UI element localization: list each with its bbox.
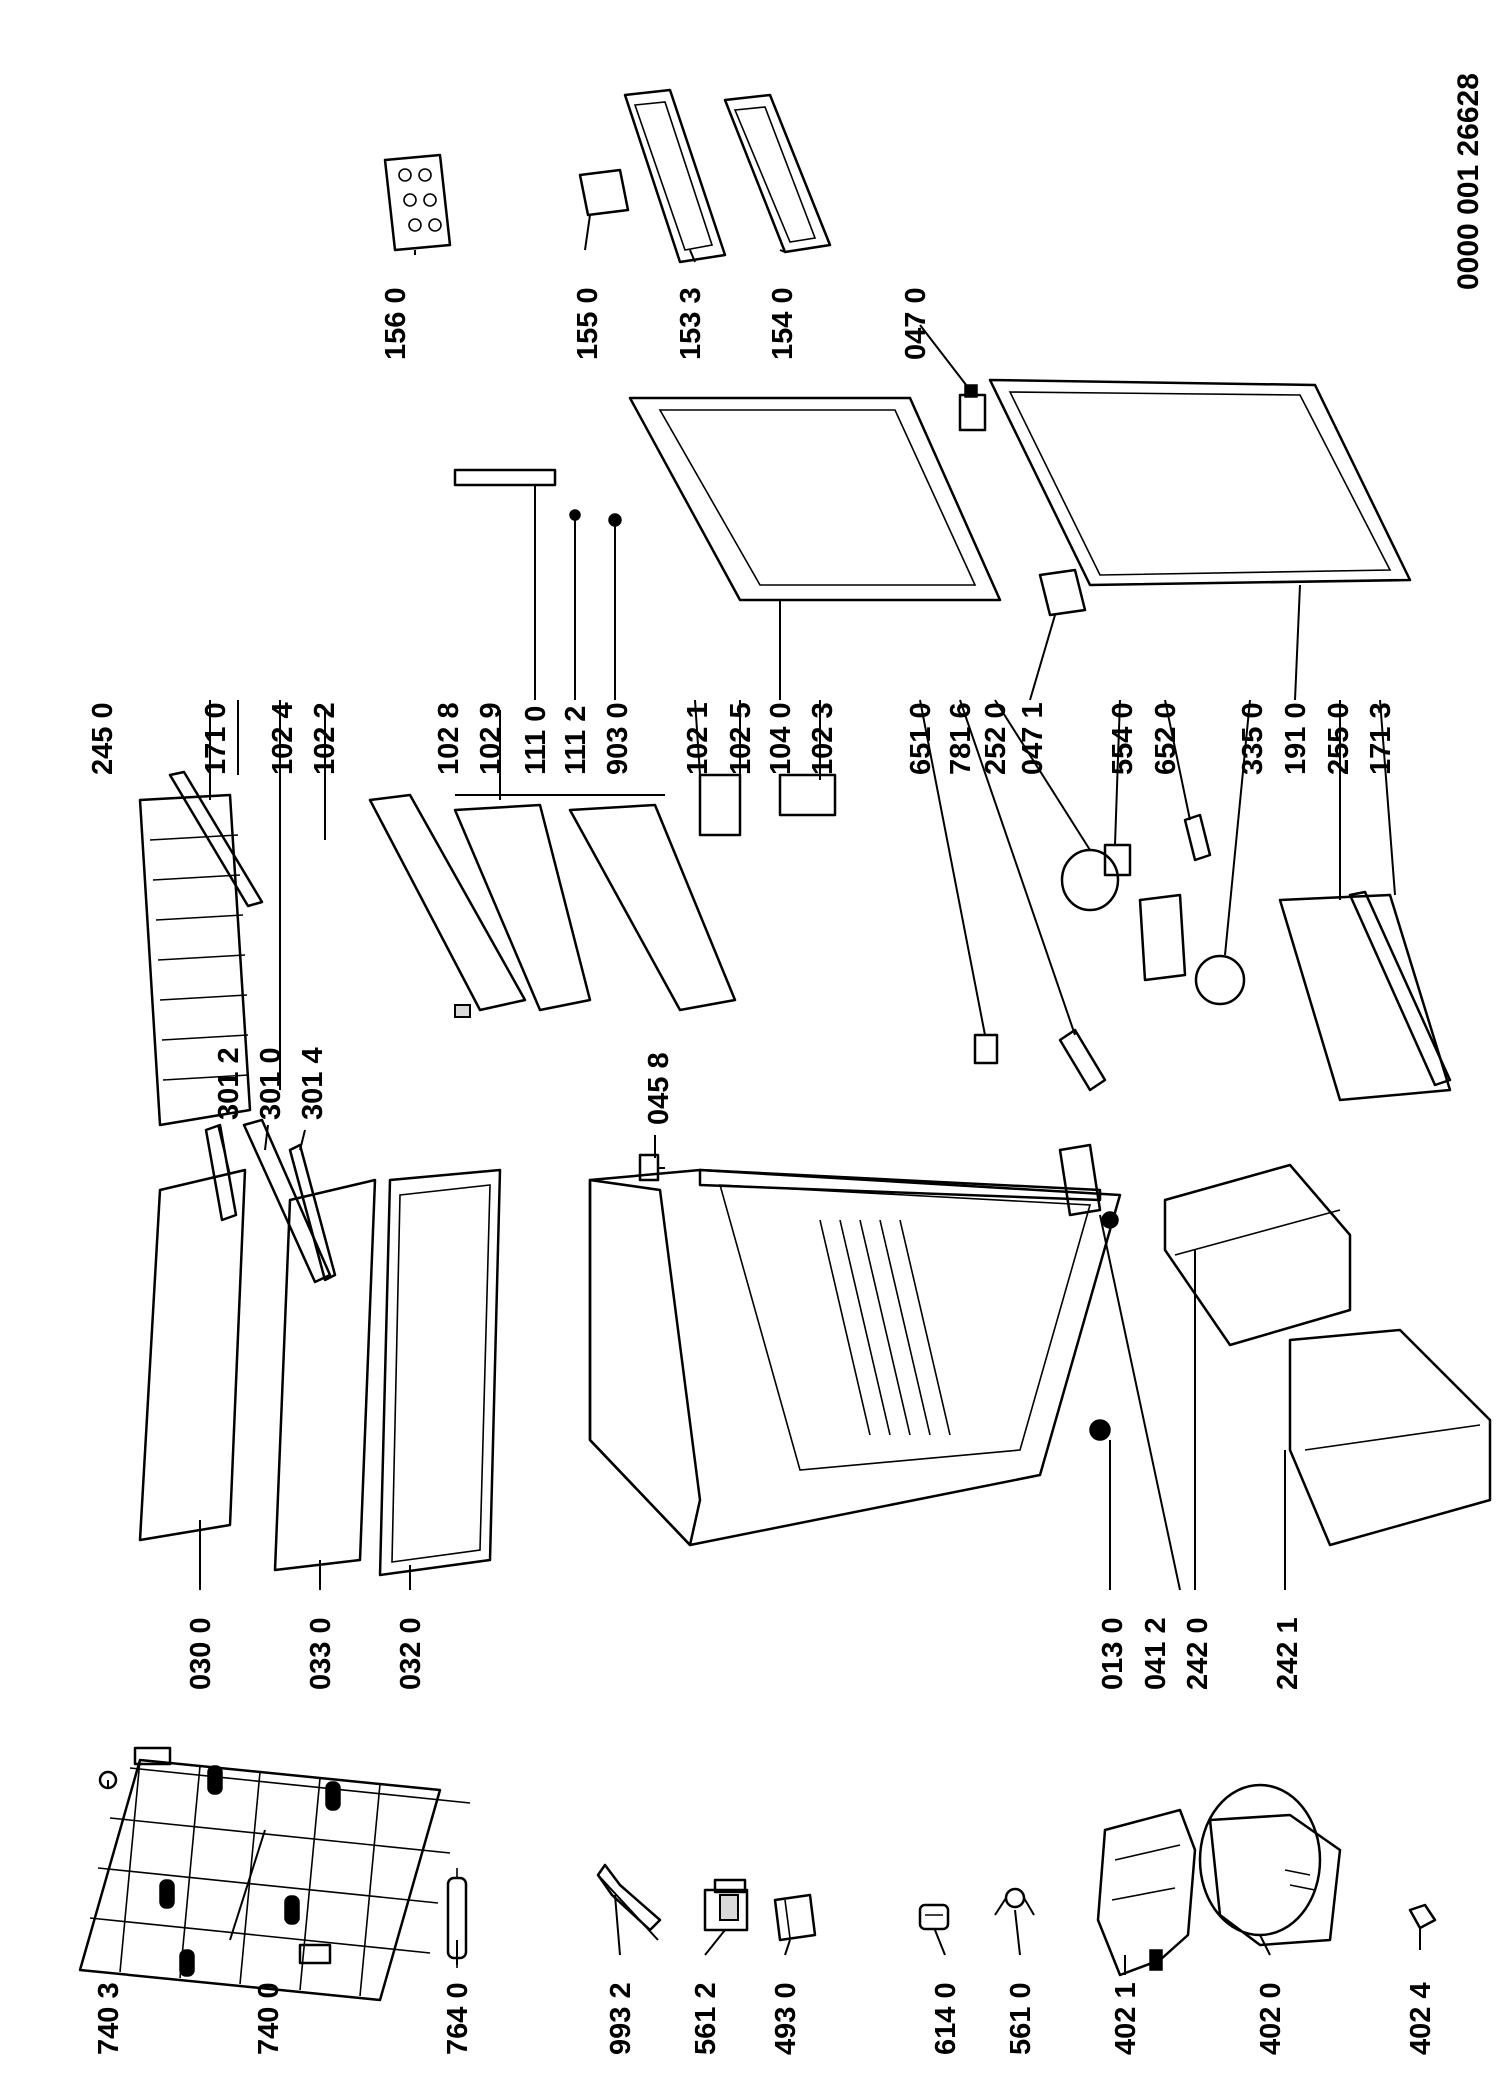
label-652-0: 652 0	[1150, 702, 1182, 775]
drawer-frame-drawing	[378, 1168, 502, 1577]
label-102-9: 102 9	[475, 702, 507, 775]
condenser-coil-drawing	[78, 1746, 471, 2002]
trim-strips-drawing	[204, 1118, 337, 1284]
compressor-drawing	[1198, 1783, 1342, 1947]
temperature-knob-drawing	[1194, 954, 1246, 1006]
label-781-6: 781 6	[945, 702, 977, 775]
label-242-0: 242 0	[1182, 1617, 1214, 1690]
compressor-bracket-drawing	[1096, 1808, 1197, 1977]
foot-drawing	[638, 1153, 665, 1182]
label-033-0: 033 0	[305, 1617, 337, 1690]
hinge-drawing	[1058, 1143, 1119, 1229]
label-554-0: 554 0	[1107, 702, 1139, 775]
label-651-0: 651 0	[905, 702, 937, 775]
label-255-0: 255 0	[1323, 702, 1355, 775]
label-111-0: 111 0	[520, 706, 552, 775]
sensor-drawing	[596, 1863, 662, 1941]
label-032-0: 032 0	[395, 1617, 427, 1690]
label-102-8: 102 8	[433, 702, 465, 775]
label-402-0: 402 0	[1255, 1982, 1287, 2055]
label-047-1: 047 1	[1017, 702, 1049, 775]
bottom-hinge-drawing	[1038, 568, 1087, 617]
label-191-0: 191 0	[1280, 702, 1312, 775]
label-156-0: 156 0	[380, 287, 412, 360]
freezer-flap-drawing	[368, 773, 837, 1018]
lamp-holder-drawing	[973, 1028, 1107, 1092]
label-030-0: 030 0	[185, 1617, 217, 1690]
label-102-1: 102 1	[682, 702, 714, 775]
leader-lines	[107, 214, 1421, 1975]
label-493-0: 493 0	[770, 1982, 802, 2055]
label-402-4: 402 4	[1405, 1982, 1437, 2055]
label-614-0: 614 0	[930, 1982, 962, 2055]
label-171-3: 171 3	[1365, 702, 1397, 775]
label-041-2: 041 2	[1140, 1617, 1172, 1690]
label-245-0: 245 0	[87, 702, 119, 775]
label-335-0: 335 0	[1237, 702, 1269, 775]
cabinet-drawing	[588, 1168, 1122, 1547]
label-102-2: 102 2	[309, 702, 341, 775]
label-242-1: 242 1	[1272, 1617, 1304, 1690]
thermostat-housing-drawing	[1060, 848, 1187, 982]
part-labels: 740 3 740 0 764 0 993 2 561 2 493 0 614 …	[87, 287, 1437, 2055]
egg-tray-drawing	[383, 153, 452, 252]
bottom-glass-shelf-drawing	[1278, 893, 1452, 1102]
document-number: 0000 001 26628	[1452, 73, 1485, 290]
label-111-2: 111 2	[560, 706, 592, 775]
label-764-0: 764 0	[442, 1982, 474, 2055]
label-561-0: 561 0	[1005, 1982, 1037, 2055]
grommet-drawing	[1408, 1903, 1437, 1930]
crisper-drawer-drawing	[1163, 1163, 1352, 1347]
glass-shelf-drawing	[138, 1168, 247, 1542]
label-155-0: 155 0	[572, 287, 604, 360]
door-frame-drawing	[628, 396, 1002, 602]
thermal-protector-drawing	[994, 1887, 1035, 1916]
label-402-1: 402 1	[1110, 1982, 1142, 2055]
bottom-shelf-trim-drawing	[1348, 890, 1452, 1087]
label-013-0: 013 0	[1097, 1617, 1129, 1690]
label-993-2: 993 2	[605, 1982, 637, 2055]
label-740-3: 740 3	[93, 1982, 125, 2055]
label-153-3: 153 3	[675, 287, 707, 360]
small-screws-drawing	[453, 468, 622, 527]
label-047-0: 047 0	[900, 287, 932, 360]
label-102-3: 102 3	[807, 702, 839, 775]
shelf-trim-drawing	[168, 770, 264, 908]
label-903-0: 903 0	[602, 702, 634, 775]
label-301-2: 301 2	[213, 1047, 245, 1120]
label-102-4: 102 4	[267, 702, 299, 775]
switch-parts-drawing	[1103, 813, 1212, 877]
thermostat-knob-drawing	[918, 1903, 950, 1931]
label-740-0: 740 0	[253, 1982, 285, 2055]
door-balcony-drawing	[623, 88, 832, 264]
label-102-5: 102 5	[725, 702, 757, 775]
butter-box-drawing	[578, 168, 630, 217]
door-gasket-drawing	[988, 378, 1412, 587]
label-301-0: 301 0	[255, 1047, 287, 1120]
cover-box-drawing	[773, 1893, 817, 1942]
label-154-0: 154 0	[767, 287, 799, 360]
label-171-0: 171 0	[200, 702, 232, 775]
label-104-0: 104 0	[765, 702, 797, 775]
label-301-4: 301 4	[297, 1047, 329, 1120]
relay-drawing	[703, 1878, 749, 1932]
crisper-drawer-2-drawing	[1288, 1328, 1492, 1547]
label-252-0: 252 0	[980, 702, 1012, 775]
top-hinge-drawing	[958, 384, 987, 432]
label-045-8: 045 8	[643, 1052, 675, 1125]
label-561-2: 561 2	[690, 1982, 722, 2055]
shelf-panel-drawing	[273, 1178, 377, 1572]
plug-drawing	[1089, 1419, 1111, 1441]
